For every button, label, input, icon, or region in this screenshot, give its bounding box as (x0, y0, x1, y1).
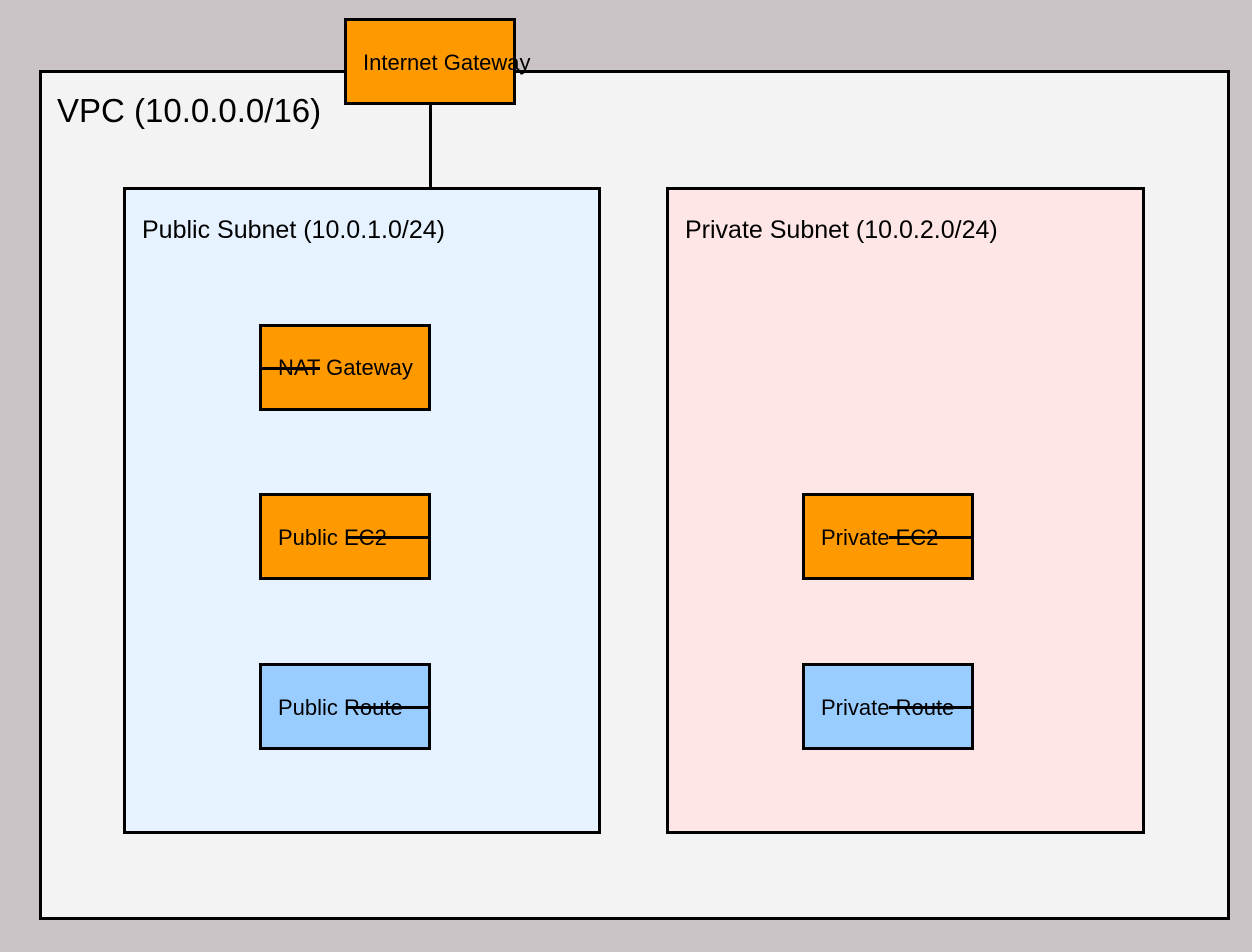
private-route-connector-stub (889, 706, 973, 709)
public-ec2-label: Public EC2 (278, 525, 387, 550)
public-route-label: Public Route (278, 695, 403, 720)
private-route-label: Private Route (821, 695, 955, 720)
internet-gateway-label: Internet Gateway (363, 50, 531, 75)
public-ec2-node (259, 493, 431, 580)
private-ec2-label: Private EC2 (821, 525, 939, 550)
nat-gateway-label: NAT Gateway (278, 355, 413, 380)
internet-gateway-node (344, 18, 516, 105)
public-ec2-connector-stub (346, 536, 430, 539)
public-route-connector-stub (346, 706, 430, 709)
public-subnet-title: Public Subnet (10.0.1.0/24) (142, 216, 445, 244)
private-ec2-connector-stub (889, 536, 973, 539)
igw-to-public-subnet-connector (429, 104, 432, 188)
private-subnet-title: Private Subnet (10.0.2.0/24) (685, 216, 998, 244)
nat-gateway-connector-stub (262, 367, 320, 370)
vpc-title: VPC (10.0.0.0/16) (57, 92, 322, 129)
public-route-node (259, 663, 431, 750)
